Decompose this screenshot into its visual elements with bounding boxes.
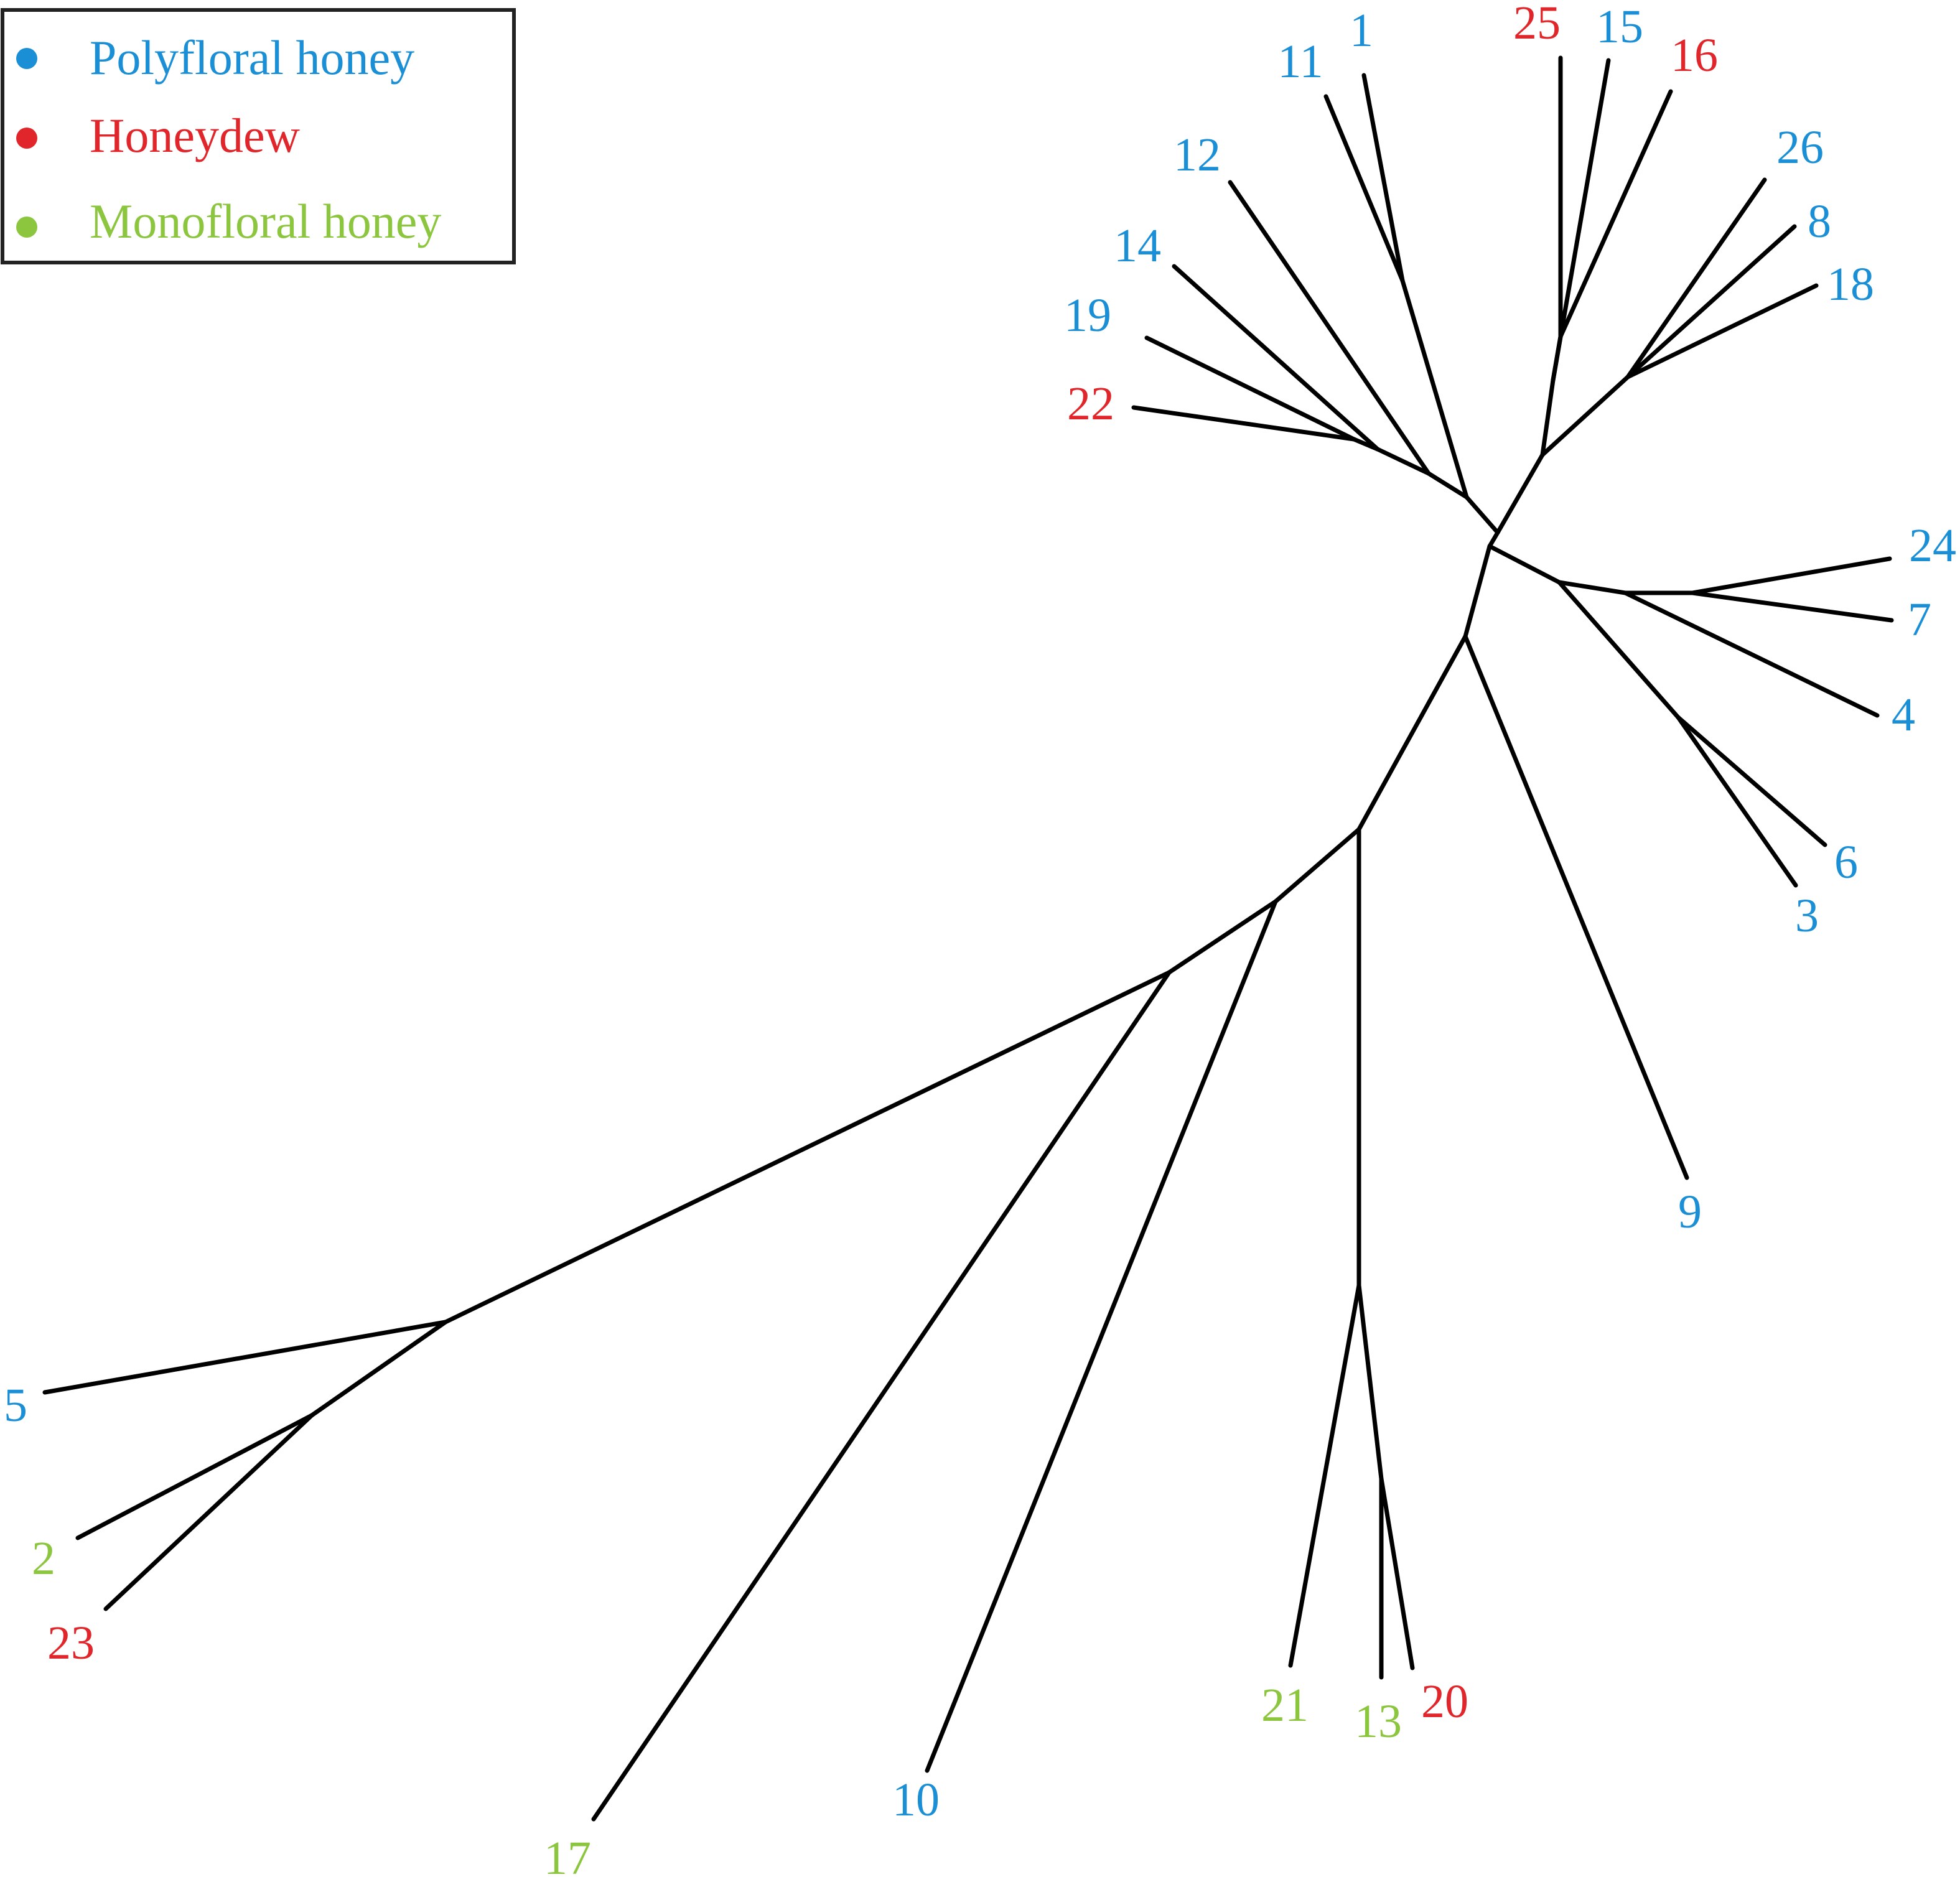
branch	[591, 970, 1172, 1822]
branch	[1676, 715, 1827, 847]
branch	[1379, 1476, 1415, 1670]
leaf-label-23: 23	[47, 1617, 95, 1669]
leaf-label-22: 22	[1067, 378, 1114, 430]
leaf-label-24: 24	[1909, 519, 1956, 572]
branch	[1131, 405, 1356, 442]
branch	[1463, 634, 1689, 1180]
branch	[925, 899, 1278, 1773]
leaf-label-12: 12	[1174, 129, 1221, 181]
branch	[1426, 471, 1469, 500]
legend-label-monofloral: Monofloral honey	[90, 194, 441, 248]
leaf-label-26: 26	[1776, 121, 1824, 174]
branch	[42, 1320, 448, 1395]
branch	[1288, 1283, 1361, 1668]
leaf-label-3: 3	[1795, 890, 1819, 942]
leaf-label-20: 20	[1421, 1675, 1468, 1728]
branch	[1323, 94, 1405, 283]
branch	[1487, 530, 1500, 549]
branch	[1557, 580, 1681, 720]
branch	[1495, 452, 1545, 535]
leaf-label-10: 10	[892, 1774, 940, 1826]
branch	[1144, 335, 1356, 442]
branch	[1551, 334, 1563, 383]
branch	[1463, 544, 1492, 639]
legend: Polyfloral honey Honeydew Monofloral hon…	[1, 8, 516, 264]
legend-box	[1, 8, 516, 264]
branch	[1375, 447, 1431, 476]
branch	[309, 1320, 448, 1418]
legend-marker-honeydew	[16, 128, 37, 149]
leaf-label-16: 16	[1671, 29, 1718, 82]
legend-marker-monofloral	[16, 217, 37, 238]
leaf-label-11: 11	[1277, 35, 1323, 88]
branch	[1690, 556, 1892, 595]
branch	[1540, 378, 1556, 457]
branch	[75, 1413, 314, 1540]
legend-marker-polyfloral	[16, 48, 37, 69]
leaf-label-2: 2	[32, 1532, 55, 1585]
leaf-label-13: 13	[1355, 1695, 1402, 1748]
branch	[443, 970, 1172, 1325]
leaf-label-5: 5	[4, 1379, 27, 1432]
branch	[1273, 827, 1361, 904]
branch	[1487, 544, 1562, 585]
leaf-label-1: 1	[1350, 4, 1373, 57]
leaf-label-14: 14	[1114, 220, 1161, 272]
leaf-label-21: 21	[1261, 1679, 1309, 1731]
branch	[1625, 283, 1819, 380]
branch	[1356, 634, 1468, 832]
branch	[1167, 899, 1278, 975]
leaf-label-6: 6	[1834, 836, 1858, 888]
branch	[103, 1413, 314, 1611]
leaf-label-8: 8	[1808, 195, 1831, 248]
leaf-label-7: 7	[1908, 594, 1931, 646]
leaf-label-25: 25	[1513, 0, 1561, 49]
leaf-labels: 1 2 3 4 5 6 7 8 9 10 11 12 13 14 15 16 1…	[4, 0, 1956, 1877]
leaf-label-19: 19	[1064, 289, 1111, 342]
branch	[1400, 278, 1469, 500]
branch	[1351, 437, 1380, 452]
leaf-label-18: 18	[1827, 258, 1874, 310]
leaf-label-9: 9	[1678, 1186, 1702, 1238]
branch	[1625, 224, 1797, 380]
legend-label-honeydew: Honeydew	[90, 108, 300, 162]
branch	[1172, 264, 1380, 452]
leaf-label-4: 4	[1892, 689, 1915, 741]
leaf-label-17: 17	[544, 1832, 591, 1877]
branch	[1623, 590, 1880, 718]
leaf-label-15: 15	[1596, 1, 1643, 53]
legend-label-polyfloral: Polyfloral honey	[90, 30, 414, 85]
branch	[1625, 177, 1767, 380]
branch	[1361, 73, 1405, 283]
tree-branches	[42, 55, 1894, 1822]
branch	[1557, 580, 1628, 595]
branch	[1690, 590, 1894, 623]
branch	[1464, 495, 1500, 535]
branch	[1676, 715, 1798, 888]
branch	[1228, 180, 1431, 476]
branch	[1540, 375, 1630, 457]
branch	[1558, 89, 1673, 339]
branch	[1356, 1283, 1384, 1481]
